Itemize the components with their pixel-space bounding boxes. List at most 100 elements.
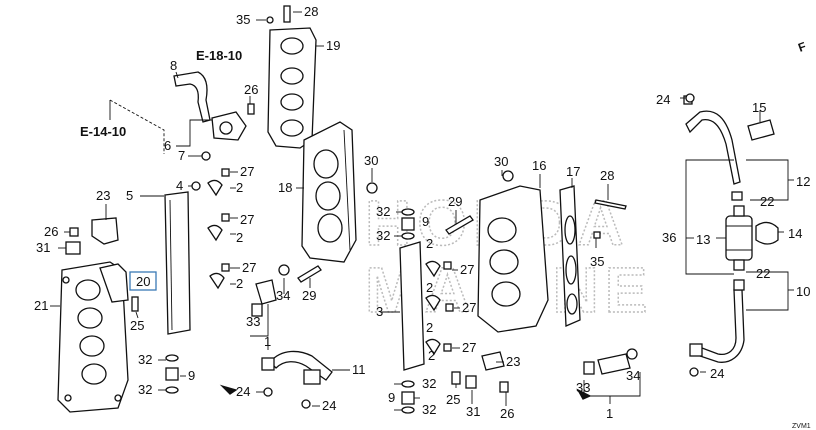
label-24c: 24 xyxy=(656,92,670,107)
label-32c: 32 xyxy=(376,204,390,219)
label-1a: 1 xyxy=(264,334,271,349)
label-24a: 24 xyxy=(236,384,250,399)
label-29: 29 xyxy=(302,288,316,303)
diagram-code: ZVM1 xyxy=(792,423,811,430)
label-28: 28 xyxy=(304,4,318,19)
label-3: 3 xyxy=(376,304,383,319)
nut-30 xyxy=(366,182,378,194)
regulator-left xyxy=(251,264,290,317)
label-26c: 26 xyxy=(500,406,514,421)
label-9a: 9 xyxy=(188,368,195,383)
leader-lines xyxy=(50,11,794,411)
label-29b: 29 xyxy=(448,194,462,209)
stud-29b xyxy=(445,215,474,235)
clamp-31 xyxy=(65,241,81,255)
label-15: 15 xyxy=(752,100,766,115)
label-32e: 32 xyxy=(422,376,436,391)
label-13: 13 xyxy=(696,232,710,247)
label-26b: 26 xyxy=(44,224,58,239)
label-20: 20 xyxy=(136,274,150,289)
regulator-right xyxy=(583,348,638,375)
seal-stack-mid xyxy=(401,208,415,414)
label-23: 23 xyxy=(96,188,110,203)
label-2c: 2 xyxy=(236,276,243,291)
label-32a: 32 xyxy=(138,352,152,367)
fuel-line-12 xyxy=(683,95,743,201)
screw-35-28 xyxy=(266,5,291,24)
label-33b: 33 xyxy=(576,380,590,395)
label-31: 31 xyxy=(36,240,50,255)
fuel-line-10 xyxy=(689,279,745,363)
label-2f: 2 xyxy=(426,320,433,335)
label-30: 30 xyxy=(364,153,378,168)
label-21: 21 xyxy=(34,298,48,313)
label-32f: 32 xyxy=(422,402,436,417)
oring-7 xyxy=(201,151,211,161)
cylinder-head-16 xyxy=(477,170,549,333)
label-28b: 28 xyxy=(600,168,614,183)
bolt-25 xyxy=(131,296,139,312)
fuel-rail-5 xyxy=(164,191,191,335)
label-9c: 9 xyxy=(388,390,395,405)
label-18: 18 xyxy=(278,180,292,195)
throttle-body-18 xyxy=(301,121,357,263)
label-24d: 24 xyxy=(710,366,724,381)
label-36: 36 xyxy=(662,230,676,245)
label-22a: 22 xyxy=(760,194,774,209)
bottom-mid-parts xyxy=(451,351,509,393)
label-2d: 2 xyxy=(426,236,433,251)
label-8: 8 xyxy=(170,58,177,73)
seal-stack-left xyxy=(165,354,179,394)
fuel-hose-11 xyxy=(261,350,333,385)
fuel-filter-13 xyxy=(725,205,753,271)
label-33: 33 xyxy=(246,314,260,329)
label-24b: 24 xyxy=(322,398,336,413)
label-12: 12 xyxy=(796,174,810,189)
label-19: 19 xyxy=(326,38,340,53)
label-26: 26 xyxy=(244,82,258,97)
part-number-labels: 35 28 19 E-18-10 8 26 E-14-10 6 7 30 18 … xyxy=(34,4,810,421)
label-2e: 2 xyxy=(426,280,433,295)
ref-e-18-10: E-18-10 xyxy=(196,48,242,63)
label-30b: 30 xyxy=(494,154,508,169)
pin-28b xyxy=(594,199,627,210)
seal-20 xyxy=(99,263,129,303)
stud-29 xyxy=(297,265,322,283)
clips-mid xyxy=(425,260,454,356)
bolt-26 xyxy=(69,227,79,237)
pump-6 xyxy=(211,111,247,141)
label-34b: 34 xyxy=(626,368,640,383)
label-32d: 32 xyxy=(376,228,390,243)
label-27f: 27 xyxy=(462,340,476,355)
clips-left xyxy=(207,168,230,290)
label-35: 35 xyxy=(236,12,250,27)
label-27b: 27 xyxy=(240,212,254,227)
label-4: 4 xyxy=(176,178,183,193)
corner-mark: F xyxy=(796,39,808,55)
label-17: 17 xyxy=(566,164,580,179)
bolt-26b xyxy=(247,103,255,115)
label-2g: 2 xyxy=(428,348,435,363)
label-27e: 27 xyxy=(462,300,476,315)
label-22b: 22 xyxy=(756,266,770,281)
hose-8 xyxy=(173,71,211,123)
gasket-19 xyxy=(267,27,317,149)
label-10: 10 xyxy=(796,284,810,299)
label-1b: 1 xyxy=(606,406,613,421)
ref-e-14-10: E-14-10 xyxy=(80,124,126,139)
holder-14 xyxy=(755,221,779,245)
label-7: 7 xyxy=(178,148,185,163)
bracket-15 xyxy=(747,119,775,141)
bracket-23 xyxy=(91,217,119,245)
label-31b: 31 xyxy=(466,404,480,419)
highlight-box-20 xyxy=(129,271,157,291)
label-9b: 9 xyxy=(422,214,429,229)
label-27c: 27 xyxy=(242,260,256,275)
label-32b: 32 xyxy=(138,382,152,397)
dowel-35b xyxy=(593,231,601,239)
label-14: 14 xyxy=(788,226,802,241)
label-2b: 2 xyxy=(236,230,243,245)
gasket-17 xyxy=(559,185,581,327)
